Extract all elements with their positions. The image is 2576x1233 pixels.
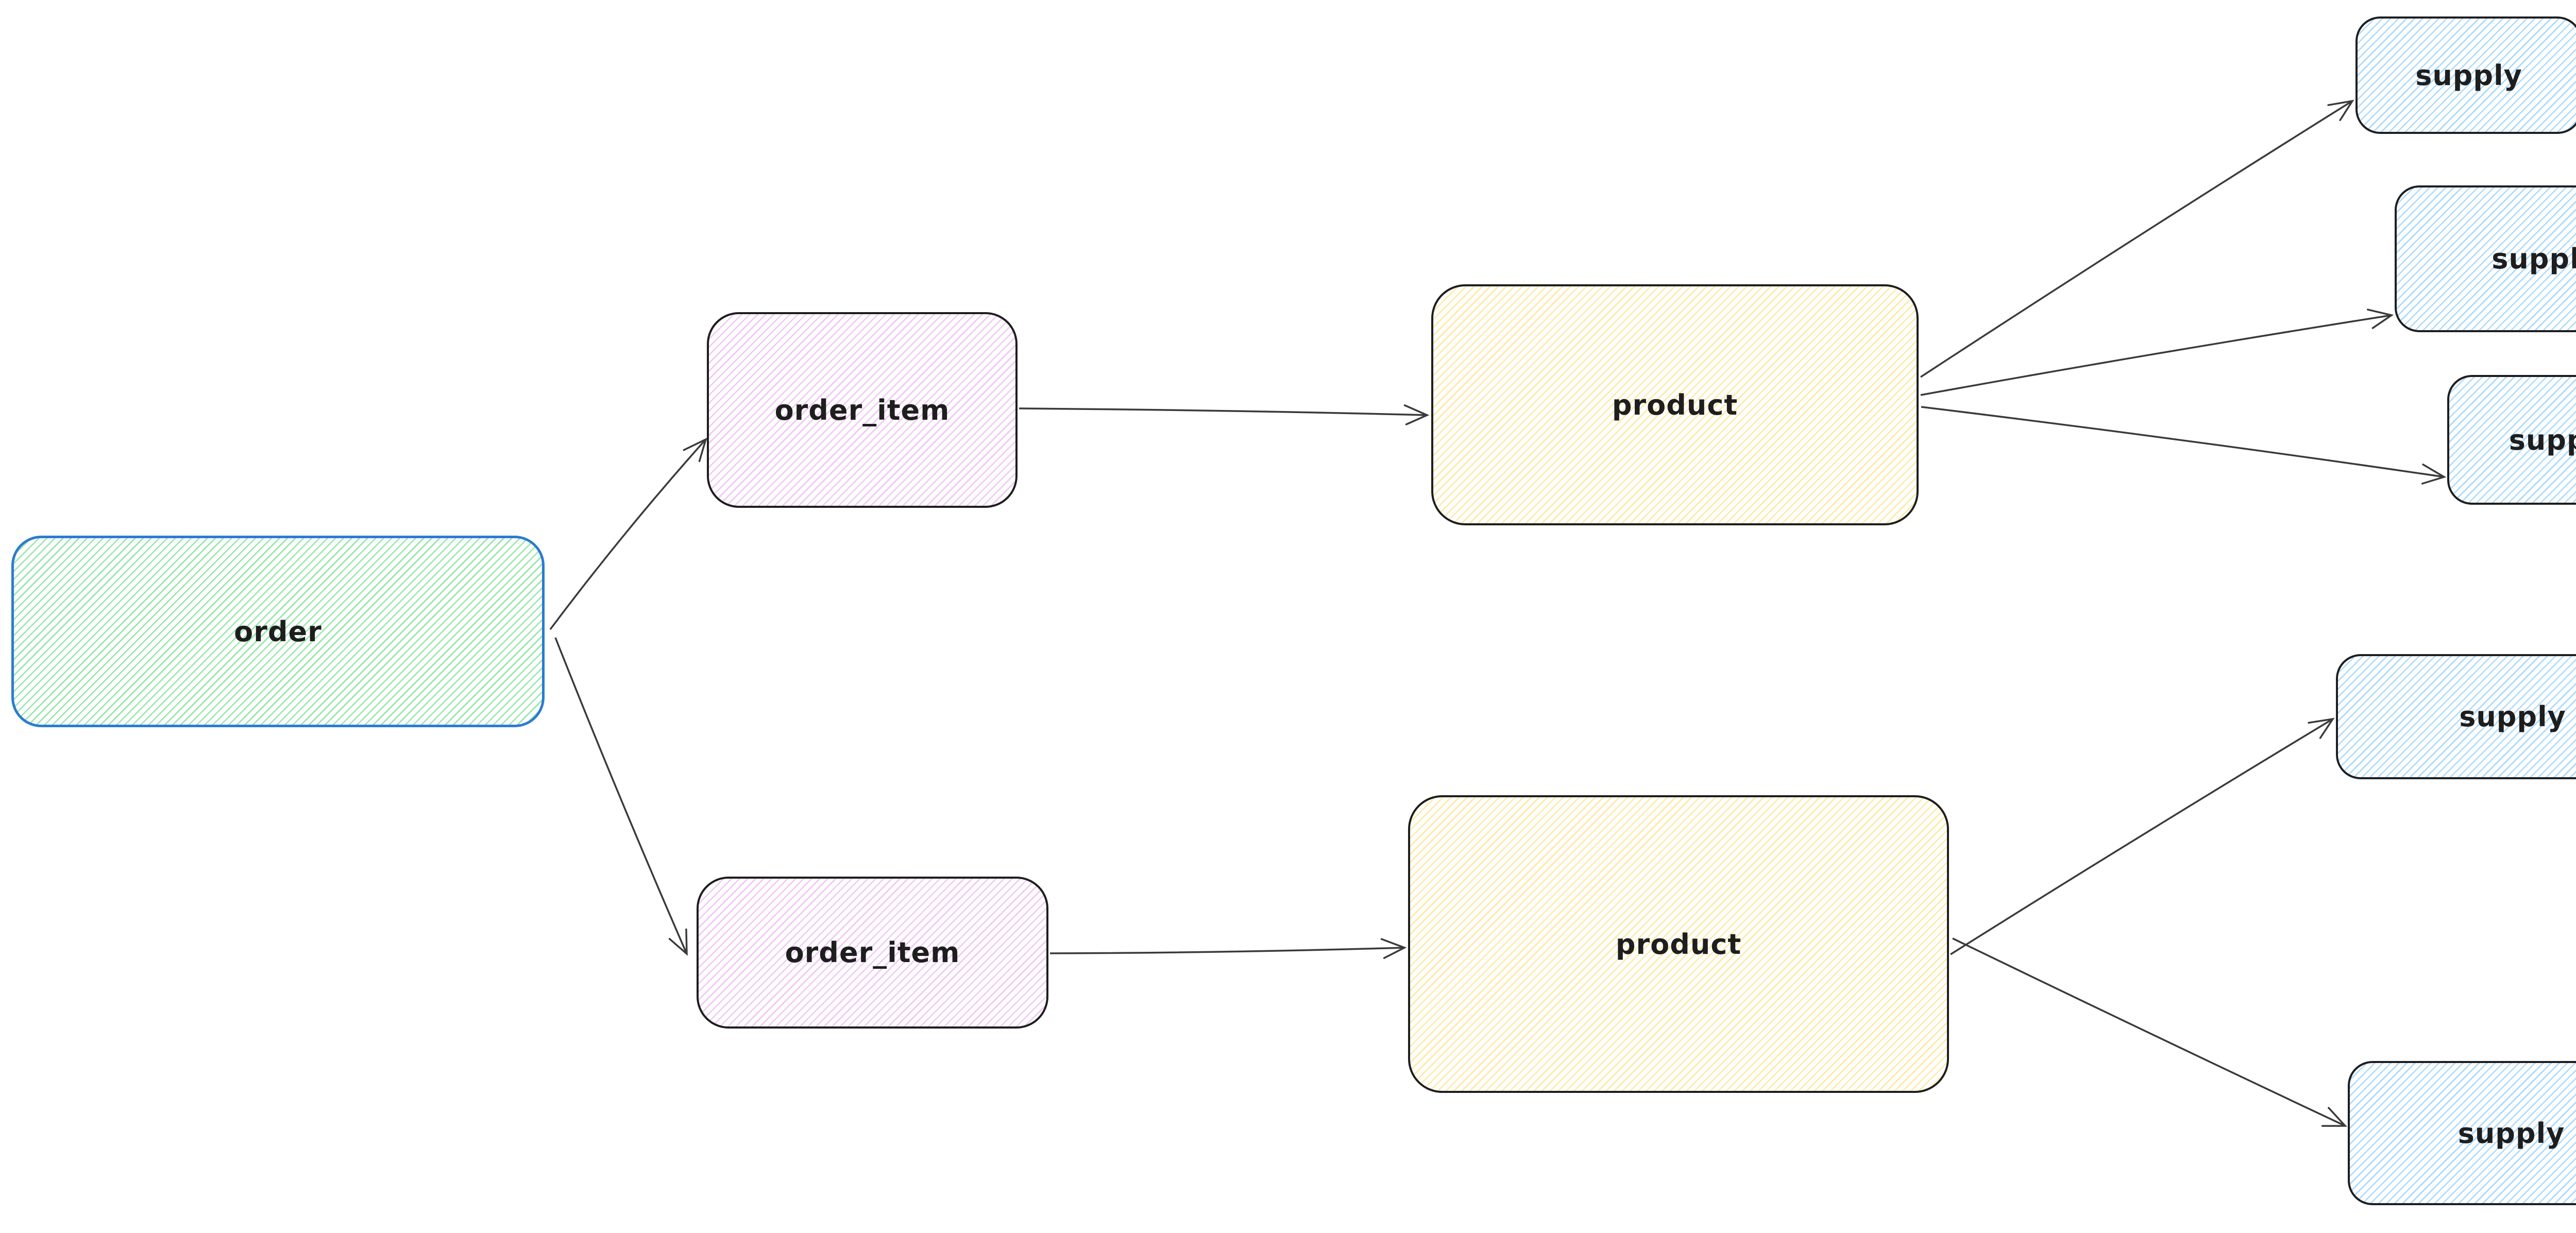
arrow-order-item-1-to-product-1[interactable] [1019, 404, 1430, 425]
node-order-item-2[interactable]: order_item [697, 877, 1048, 1029]
arrow-order-to-order-item-2[interactable] [554, 637, 688, 956]
arrow-product-1-to-supply-3[interactable] [1921, 406, 2447, 485]
node-supply-5-label: supply [2458, 1117, 2565, 1150]
node-supply-4[interactable]: supply [2336, 654, 2576, 779]
node-supply-2-label: supply [2492, 243, 2576, 275]
arrow-product-2-to-supply-5[interactable] [1952, 937, 2347, 1127]
node-order[interactable]: order [11, 536, 545, 727]
node-order-item-1[interactable]: order_item [707, 312, 1018, 508]
node-supply-2[interactable]: supply [2395, 185, 2576, 332]
node-product-2[interactable]: product [1408, 795, 1949, 1093]
node-product-2-label: product [1615, 928, 1742, 961]
arrow-order-to-order-item-1[interactable] [549, 437, 707, 630]
node-supply-3[interactable]: supply [2447, 375, 2576, 505]
node-supply-1-label: supply [2415, 59, 2522, 92]
node-supply-1[interactable]: supply [2355, 16, 2576, 134]
node-supply-4-label: supply [2459, 700, 2566, 733]
node-order-label: order [234, 615, 322, 648]
node-order-item-2-label: order_item [785, 936, 960, 969]
arrow-product-1-to-supply-2[interactable] [1920, 309, 2394, 396]
arrow-product-1-to-supply-1[interactable] [1920, 99, 2354, 378]
node-supply-5[interactable]: supply [2348, 1061, 2576, 1205]
node-product-1-label: product [1612, 388, 1738, 421]
node-order-item-1-label: order_item [774, 393, 950, 426]
node-product-1[interactable]: product [1431, 284, 1919, 525]
arrow-order-item-2-to-product-2[interactable] [1049, 938, 1407, 959]
node-supply-3-label: supply [2509, 423, 2576, 456]
arrow-product-2-to-supply-4[interactable] [1950, 717, 2335, 955]
